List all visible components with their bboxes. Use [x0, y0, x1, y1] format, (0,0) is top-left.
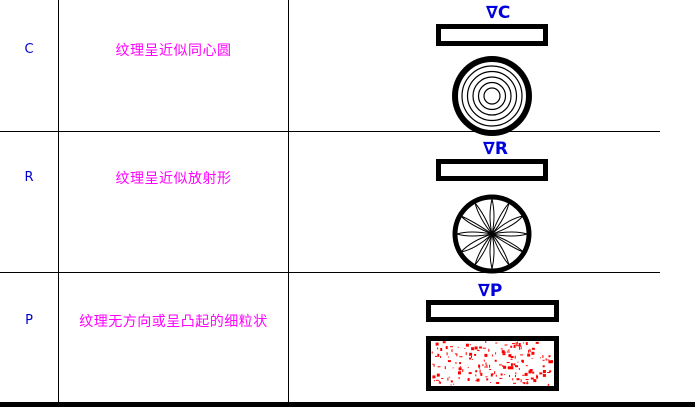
- pattern-wrap: [397, 336, 587, 391]
- texture-code-cell: C: [0, 0, 58, 131]
- nabla-triangle-icon: ∇R: [483, 139, 508, 159]
- workpiece-bar-icon: [436, 159, 548, 181]
- figure-stack: ∇R: [397, 138, 587, 274]
- texture-description-label: 纹理无方向或呈凸起的细粒状: [79, 314, 268, 330]
- figure-stack: ∇P: [397, 279, 587, 391]
- workpiece-bar-icon: [436, 24, 548, 46]
- texture-code-label: R: [24, 170, 34, 185]
- column-divider-2: [288, 0, 289, 402]
- nabla-triangle-icon: ∇C: [486, 3, 511, 23]
- pattern-wrap: [397, 194, 587, 274]
- texture-description-cell: 纹理呈近似放射形: [59, 132, 288, 272]
- symbol-row: ∇P: [397, 279, 587, 301]
- particulate-grain-pattern: [425, 336, 559, 391]
- radial-lines-pattern: [452, 194, 532, 274]
- texture-figure-cell: ∇P: [289, 273, 695, 402]
- pattern-wrap: [397, 56, 587, 136]
- texture-description-cell: 纹理无方向或呈凸起的细粒状: [59, 273, 288, 402]
- table-row: C 纹理呈近似同心圆 ∇C: [0, 0, 695, 136]
- row-divider-2: [0, 272, 660, 273]
- row-divider-1: [0, 131, 660, 132]
- table-row: P 纹理无方向或呈凸起的细粒状 ∇P: [0, 273, 695, 402]
- table-bottom-rule: [0, 402, 695, 407]
- texture-code-cell: P: [0, 273, 58, 402]
- concentric-circles-pattern: [452, 56, 532, 136]
- table-row: R 纹理呈近似放射形 ∇R: [0, 132, 695, 274]
- texture-description-cell: 纹理呈近似同心圆: [59, 0, 288, 131]
- texture-code-cell: R: [0, 132, 58, 272]
- figure-stack: ∇C: [397, 4, 587, 136]
- symbol-row: ∇C: [397, 4, 587, 26]
- texture-description-label: 纹理呈近似放射形: [115, 171, 232, 187]
- texture-figure-cell: ∇R: [289, 132, 695, 274]
- texture-code-label: P: [25, 313, 33, 328]
- texture-code-label: C: [24, 42, 34, 57]
- texture-figure-cell: ∇C: [289, 0, 695, 136]
- symbol-row: ∇R: [397, 138, 587, 160]
- texture-description-label: 纹理呈近似同心圆: [115, 43, 232, 59]
- nabla-triangle-icon: ∇P: [478, 281, 503, 301]
- workpiece-bar-icon: [425, 300, 559, 322]
- column-divider-1: [58, 0, 59, 402]
